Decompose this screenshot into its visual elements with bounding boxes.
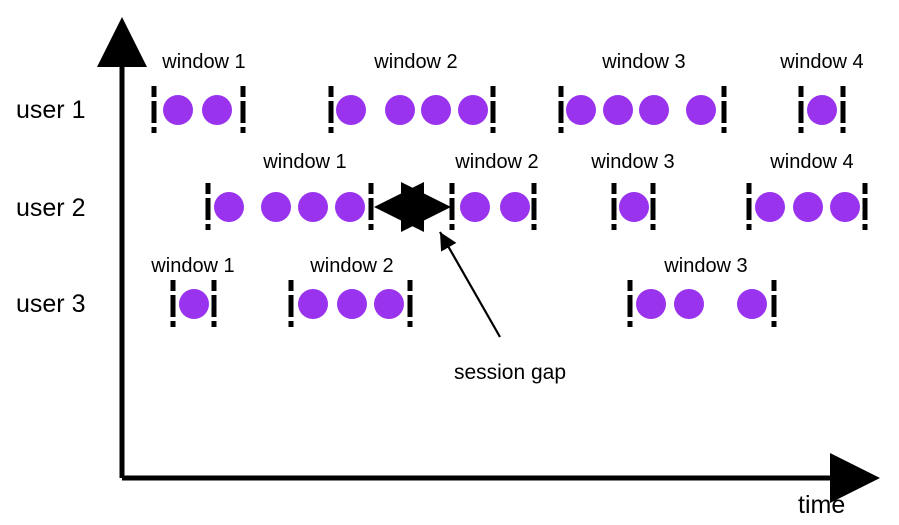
- event-dot: [674, 289, 704, 319]
- window-boundary-right: [862, 183, 868, 230]
- window-label: window 1: [162, 51, 246, 73]
- window-label: window 1: [151, 255, 235, 277]
- window-boundary-right: [368, 183, 374, 230]
- event-dot: [793, 192, 823, 222]
- window-boundary-left: [558, 86, 564, 133]
- event-dot: [458, 95, 488, 125]
- row-label-user-1: user 1: [16, 96, 86, 124]
- window-boundary-left: [449, 183, 455, 230]
- window-boundary-left: [170, 280, 176, 327]
- event-dot: [639, 95, 669, 125]
- event-dot: [737, 289, 767, 319]
- event-dot: [830, 192, 860, 222]
- event-dot: [421, 95, 451, 125]
- window-label: window 3: [591, 151, 675, 173]
- event-dot: [619, 192, 649, 222]
- event-dot: [460, 192, 490, 222]
- window-label: window 3: [664, 255, 748, 277]
- window-boundary-right: [650, 183, 656, 230]
- event-dot: [261, 192, 291, 222]
- window-boundary-left: [151, 86, 157, 133]
- window-label: window 4: [770, 151, 854, 173]
- window-boundary-right: [240, 86, 246, 133]
- session-gap-label: session gap: [453, 361, 567, 384]
- window-label: window 2: [374, 51, 458, 73]
- window-label: window 2: [455, 151, 539, 173]
- window-label: window 3: [602, 51, 686, 73]
- row-label-user-2: user 2: [16, 194, 86, 222]
- window-boundary-left: [627, 280, 633, 327]
- x-axis-label: time: [798, 491, 846, 519]
- event-dot: [179, 289, 209, 319]
- window-boundary-right: [771, 280, 777, 327]
- window-boundary-right: [721, 86, 727, 133]
- event-dot: [298, 192, 328, 222]
- window-boundary-left: [611, 183, 617, 230]
- event-dot: [603, 95, 633, 125]
- event-dot: [335, 192, 365, 222]
- event-dot: [214, 192, 244, 222]
- window-boundary-left: [205, 183, 211, 230]
- event-dot: [566, 95, 596, 125]
- window-label: window 4: [780, 51, 864, 73]
- event-dot: [298, 289, 328, 319]
- event-dot: [686, 95, 716, 125]
- event-dot: [163, 95, 193, 125]
- event-dot: [337, 289, 367, 319]
- event-dot: [807, 95, 837, 125]
- window-boundary-left: [798, 86, 804, 133]
- window-boundary-right: [531, 183, 537, 230]
- window-label: window 2: [310, 255, 394, 277]
- event-dot: [755, 192, 785, 222]
- window-label: window 1: [263, 151, 347, 173]
- event-dot: [385, 95, 415, 125]
- window-boundary-left: [746, 183, 752, 230]
- window-boundary-right: [407, 280, 413, 327]
- event-dot: [202, 95, 232, 125]
- window-boundary-left: [328, 86, 334, 133]
- session-gap-leader-line: [439, 231, 501, 338]
- row-label-user-3: user 3: [16, 290, 86, 318]
- window-boundary-right: [490, 86, 496, 133]
- event-dot: [500, 192, 530, 222]
- event-dot: [374, 289, 404, 319]
- window-boundary-right: [211, 280, 217, 327]
- event-dot: [336, 95, 366, 125]
- event-dot: [636, 289, 666, 319]
- window-boundary-right: [840, 86, 846, 133]
- window-boundary-left: [288, 280, 294, 327]
